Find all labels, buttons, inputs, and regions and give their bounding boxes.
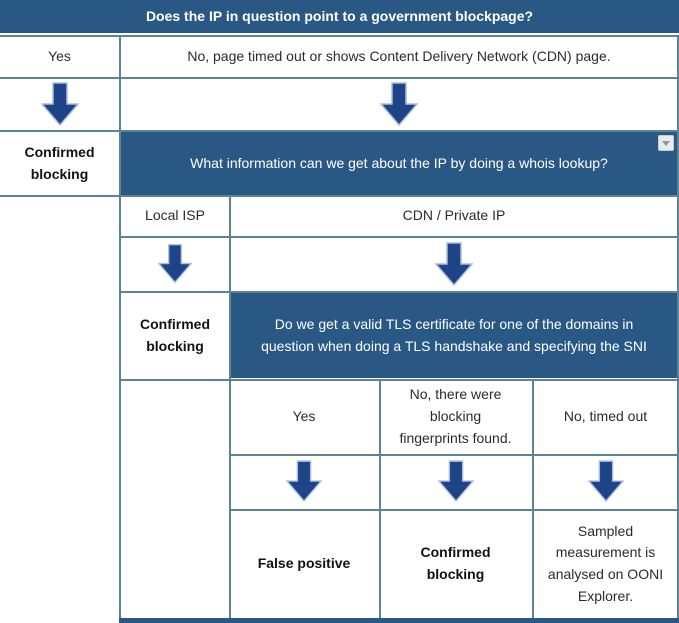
question-government-blockpage: Does the IP in question point to a gover… — [0, 0, 679, 33]
question-whois-text: What information can we get about the IP… — [190, 154, 608, 171]
divider — [119, 291, 679, 293]
answer-timed-out-cell: No, timed out — [563, 408, 648, 425]
question-whois-lookup: What information can we get about the IP… — [121, 132, 677, 195]
answer-local-isp-cell: Local ISP — [145, 207, 205, 224]
divider — [229, 195, 231, 618]
answer-no-cdn-cell: No, page timed out or shows Content Deli… — [187, 47, 611, 64]
down-arrow-icon — [121, 79, 677, 129]
down-arrow-icon — [231, 238, 677, 290]
divider — [229, 509, 679, 511]
divider — [229, 454, 679, 456]
divider — [0, 35, 679, 37]
outcome-confirmed-blocking-1: Confirmed blocking — [24, 143, 95, 182]
outcome-sampled-measurement: Sampled measurement is analysed on OONI … — [547, 522, 664, 604]
answer-cdn-private-ip-cell: CDN / Private IP — [402, 207, 506, 224]
divider — [0, 130, 679, 132]
question-tls-certificate: Do we get a valid TLS certificate for on… — [231, 293, 677, 378]
answer-tls-yes-cell: Yes — [292, 408, 316, 425]
divider — [0, 77, 679, 79]
outcome-confirmed-blocking-3: Confirmed blocking — [420, 544, 491, 582]
divider — [119, 236, 679, 238]
dropdown-triangle — [662, 140, 670, 146]
divider — [119, 35, 121, 618]
down-arrow-icon — [121, 238, 229, 290]
divider — [119, 379, 679, 381]
down-arrow-icon — [381, 456, 530, 507]
divider — [0, 195, 679, 197]
divider — [677, 35, 679, 618]
outcome-false-positive: False positive — [257, 555, 351, 572]
collapse-dropdown-icon[interactable] — [658, 135, 674, 151]
divider — [379, 379, 381, 618]
down-arrow-icon — [231, 456, 377, 507]
answer-yes-cell: Yes — [48, 47, 71, 64]
down-arrow-icon — [0, 79, 119, 129]
outcome-confirmed-blocking-2: Confirmed blocking — [140, 315, 210, 354]
divider — [532, 379, 534, 618]
answer-fingerprints-cell: No, there were blocking fingerprints fou… — [399, 386, 512, 446]
down-arrow-icon — [534, 456, 677, 507]
bottom-cap-bar — [119, 618, 679, 623]
